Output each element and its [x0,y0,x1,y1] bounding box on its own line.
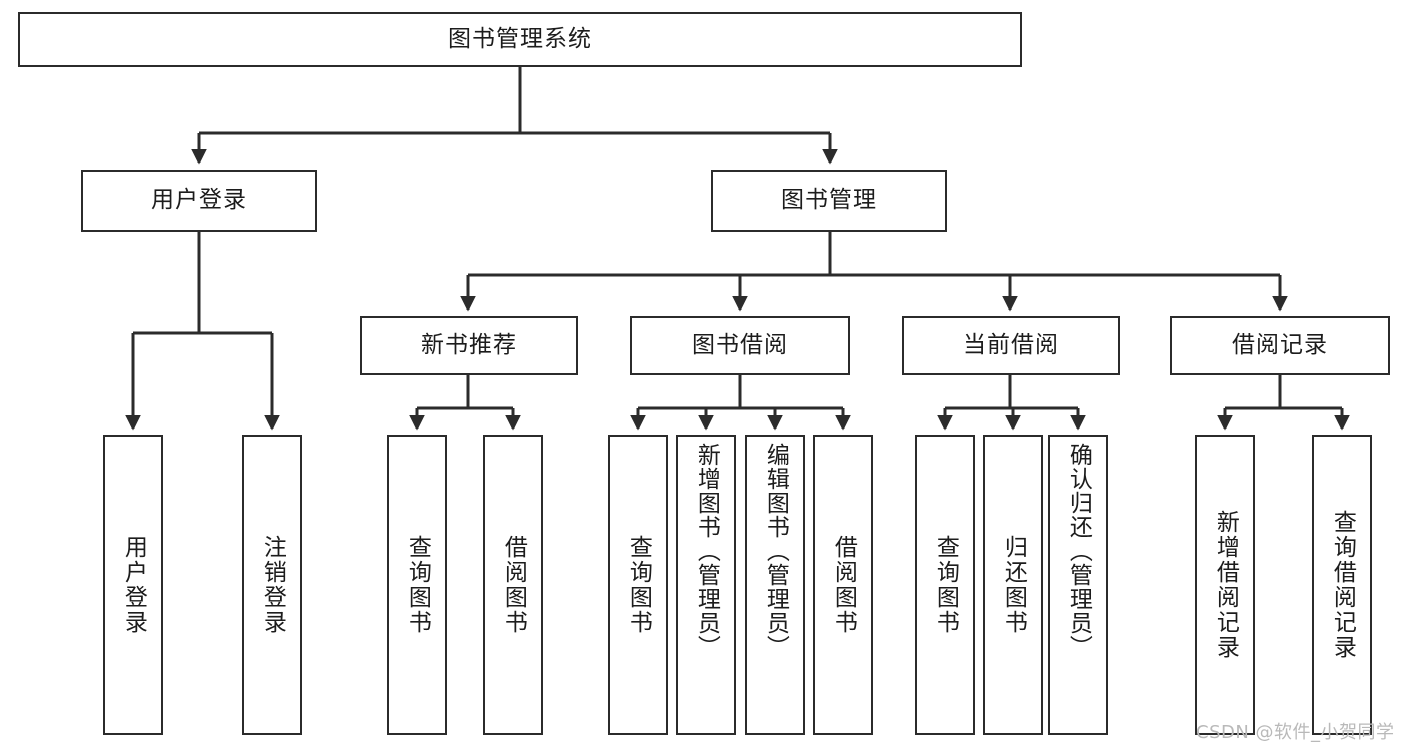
node-leaf-3[interactable]: 借阅图书 [483,435,543,735]
node-leaf-11-label: 新增借阅记录 [1212,510,1239,660]
node-level2-0[interactable]: 用户登录 [81,170,317,232]
node-leaf-8[interactable]: 查询图书 [915,435,975,735]
node-level3-1[interactable]: 图书借阅 [630,316,850,375]
node-leaf-6-label: 编辑图书（管理员） [762,443,789,659]
node-leaf-10[interactable]: 确认归还（管理员） [1048,435,1108,735]
node-root[interactable]: 图书管理系统 [18,12,1022,67]
node-leaf-3-label: 借阅图书 [500,535,527,635]
node-leaf-0[interactable]: 用户登录 [103,435,163,735]
node-level3-0-label: 新书推荐 [421,331,517,358]
node-level2-0-label: 用户登录 [151,187,247,214]
node-leaf-1-label: 注销登录 [259,535,286,635]
node-leaf-5-label: 新增图书（管理员） [693,443,720,659]
node-level3-1-label: 图书借阅 [692,331,788,358]
node-level3-3[interactable]: 借阅记录 [1170,316,1390,375]
node-root-label: 图书管理系统 [448,25,592,52]
node-leaf-10-label: 确认归还（管理员） [1065,443,1092,659]
watermark: CSDN @软件_小贺同学 [1196,722,1395,743]
node-leaf-11[interactable]: 新增借阅记录 [1195,435,1255,735]
node-leaf-4-label: 查询图书 [625,535,652,635]
node-level3-2[interactable]: 当前借阅 [902,316,1120,375]
node-leaf-12[interactable]: 查询借阅记录 [1312,435,1372,735]
node-leaf-1[interactable]: 注销登录 [242,435,302,735]
node-leaf-9-label: 归还图书 [1000,535,1027,635]
node-leaf-2[interactable]: 查询图书 [387,435,447,735]
node-leaf-4[interactable]: 查询图书 [608,435,668,735]
node-level2-1-label: 图书管理 [781,187,877,214]
node-level3-0[interactable]: 新书推荐 [360,316,578,375]
node-level3-2-label: 当前借阅 [963,331,1059,358]
node-leaf-0-label: 用户登录 [120,535,147,635]
node-leaf-5[interactable]: 新增图书（管理员） [676,435,736,735]
node-leaf-8-label: 查询图书 [932,535,959,635]
node-leaf-9[interactable]: 归还图书 [983,435,1043,735]
node-level2-1[interactable]: 图书管理 [711,170,947,232]
node-leaf-2-label: 查询图书 [404,535,431,635]
node-leaf-7-label: 借阅图书 [830,535,857,635]
node-level3-3-label: 借阅记录 [1232,331,1328,358]
node-leaf-7[interactable]: 借阅图书 [813,435,873,735]
node-leaf-6[interactable]: 编辑图书（管理员） [745,435,805,735]
node-leaf-12-label: 查询借阅记录 [1329,510,1356,660]
